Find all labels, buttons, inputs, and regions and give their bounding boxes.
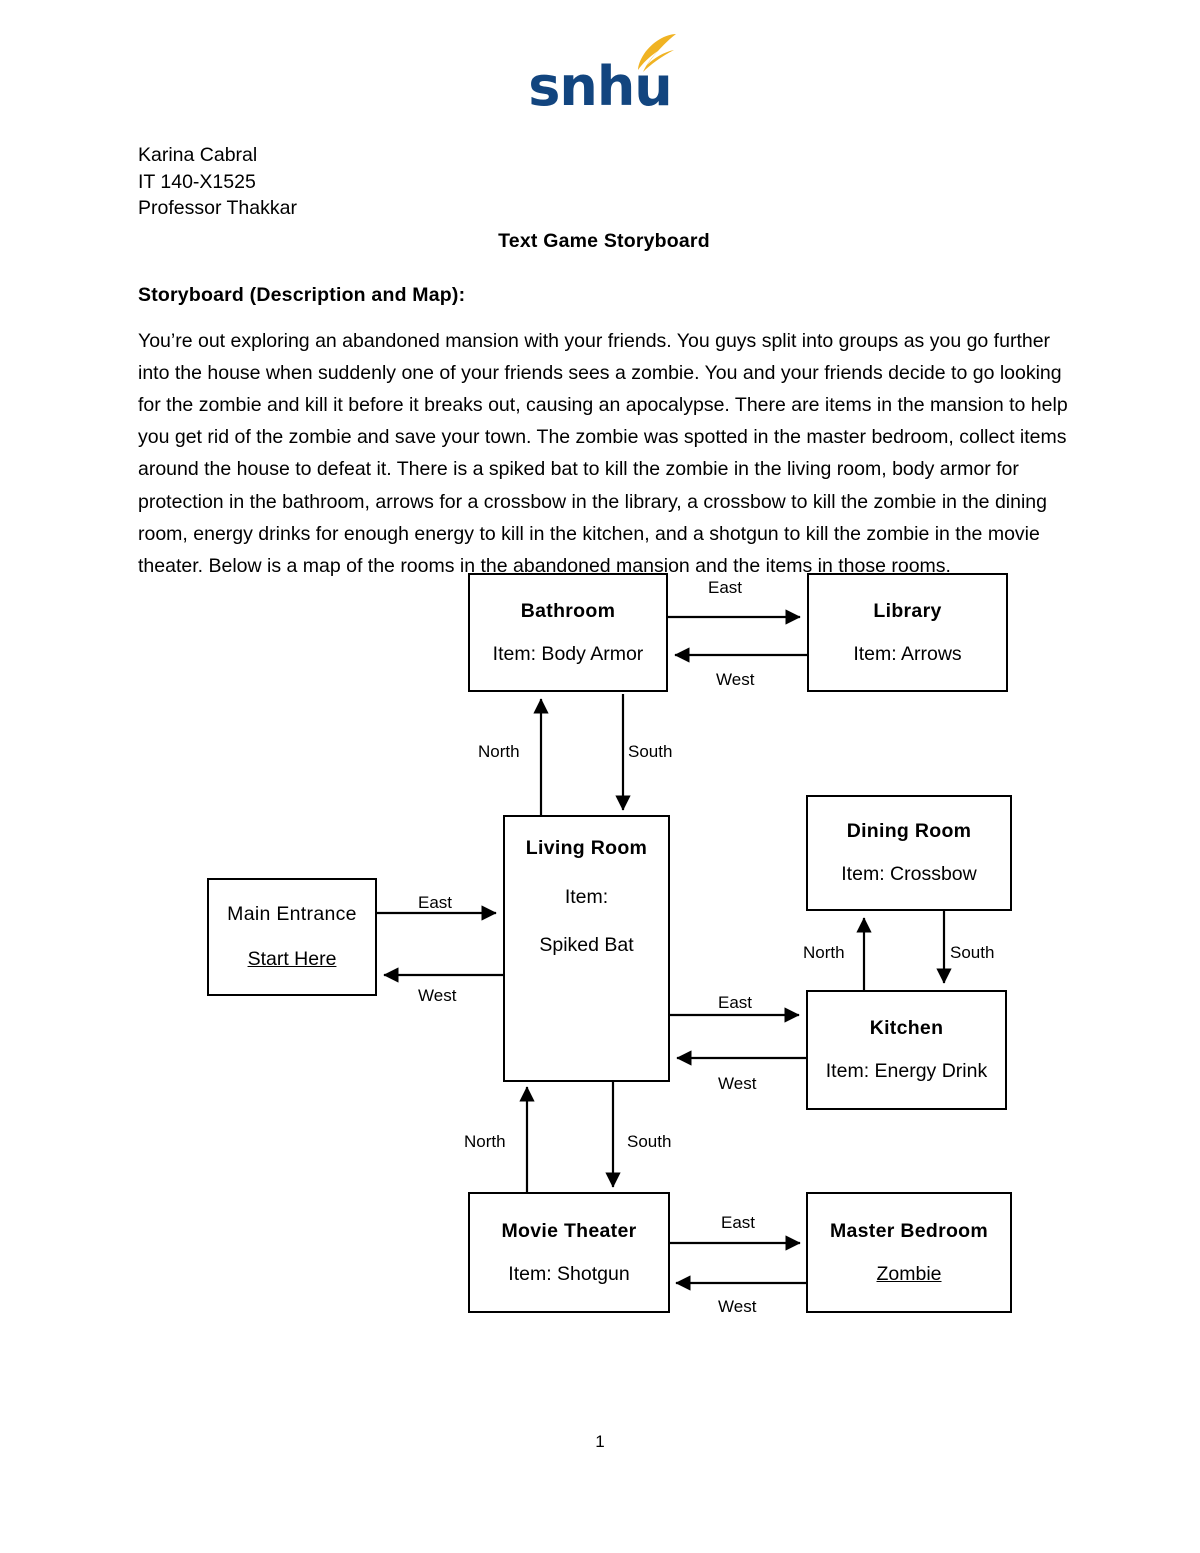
room-bathroom-item: Item: Body Armor bbox=[492, 642, 644, 665]
snhu-logo: snhu bbox=[0, 34, 1200, 114]
room-main-entrance[interactable]: Main Entrance Start Here bbox=[207, 878, 377, 996]
edge-label-livingroom-movietheater-south: South bbox=[627, 1132, 672, 1151]
storyboard-paragraph: You’re out exploring an abandoned mansio… bbox=[138, 329, 1068, 577]
room-living-room[interactable]: Living Room Item: Spiked Bat bbox=[503, 815, 670, 1082]
edge-label-bathroom-livingroom-south: South bbox=[628, 742, 673, 761]
edge-label-livingroom-kitchen-east: East bbox=[718, 993, 753, 1012]
edge-label-kitchen-diningroom-north: North bbox=[803, 943, 845, 962]
room-living-room-item-value: Spiked Bat bbox=[539, 934, 634, 956]
author-line: Karina Cabral bbox=[138, 144, 258, 166]
edge-label-entrance-livingroom-east: East bbox=[418, 893, 453, 912]
snhu-wordmark: snhu bbox=[528, 55, 672, 118]
room-library[interactable]: Library Item: Arrows bbox=[807, 573, 1008, 692]
room-master-bedroom-zombie: Zombie bbox=[876, 1262, 942, 1285]
professor-line: Professor Thakkar bbox=[138, 197, 297, 219]
edge-label-livingroom-bathroom-north: North bbox=[478, 742, 520, 761]
edge-label-livingroom-entrance-west: West bbox=[418, 986, 457, 1005]
room-living-room-title: Living Room bbox=[525, 837, 648, 859]
edge-label-bathroom-library-east: East bbox=[708, 578, 743, 597]
room-master-bedroom-title: Master Bedroom bbox=[829, 1219, 989, 1242]
room-main-entrance-start-here: Start Here bbox=[247, 948, 337, 970]
room-movie-theater-item: Item: Shotgun bbox=[508, 1262, 630, 1285]
course-line: IT 140-X1525 bbox=[138, 170, 256, 193]
page-number: 1 bbox=[595, 1432, 605, 1451]
room-dining-room[interactable]: Dining Room Item: Crossbow bbox=[806, 795, 1012, 911]
room-bathroom[interactable]: Bathroom Item: Body Armor bbox=[468, 573, 668, 692]
edge-label-movietheater-masterbedroom-east: East bbox=[721, 1213, 756, 1232]
room-kitchen-item: Item: Energy Drink bbox=[825, 1060, 988, 1082]
document-text-block: Karina Cabral IT 140-X1525 Professor Tha… bbox=[138, 142, 1070, 582]
edge-label-library-bathroom-west: West bbox=[716, 670, 755, 689]
room-kitchen-title: Kitchen bbox=[869, 1017, 944, 1039]
edge-label-movietheater-livingroom-north: North bbox=[464, 1132, 506, 1151]
room-living-room-item-label: Item: bbox=[564, 886, 609, 908]
room-library-title: Library bbox=[873, 599, 942, 622]
room-dining-room-item: Item: Crossbow bbox=[841, 863, 977, 885]
room-library-item: Item: Arrows bbox=[853, 642, 962, 665]
edge-label-masterbedroom-movietheater-west: West bbox=[718, 1297, 757, 1316]
room-movie-theater[interactable]: Movie Theater Item: Shotgun bbox=[468, 1192, 670, 1313]
edge-label-diningroom-kitchen-south: South bbox=[950, 943, 995, 962]
room-master-bedroom[interactable]: Master Bedroom Zombie bbox=[806, 1192, 1012, 1313]
section-heading: Storyboard (Description and Map): bbox=[138, 283, 466, 306]
page-title: Text Game Storyboard bbox=[498, 229, 710, 252]
room-dining-room-title: Dining Room bbox=[846, 820, 972, 842]
room-kitchen[interactable]: Kitchen Item: Energy Drink bbox=[806, 990, 1007, 1110]
snhu-flame-icon bbox=[637, 34, 676, 72]
room-main-entrance-title: Main Entrance bbox=[227, 903, 357, 925]
room-movie-theater-title: Movie Theater bbox=[501, 1219, 637, 1242]
room-bathroom-title: Bathroom bbox=[520, 599, 616, 622]
edge-label-kitchen-livingroom-west: West bbox=[718, 1074, 757, 1093]
